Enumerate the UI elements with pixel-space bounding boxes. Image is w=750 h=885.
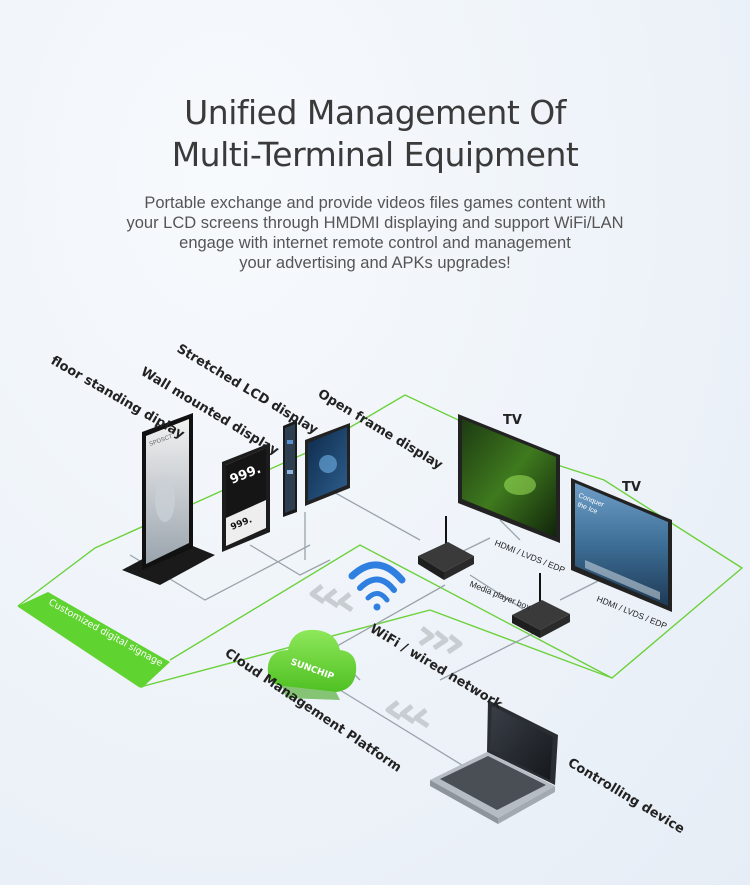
tv-1	[458, 414, 560, 543]
title-line-1: Unified Management Of	[184, 93, 566, 132]
title-line-2: Multi-Terminal Equipment	[171, 135, 579, 174]
stretched-lcd-display	[283, 420, 297, 517]
description-line-4: your advertising and APKs upgrades!	[239, 254, 511, 272]
description: Portable exchange and provide videos fil…	[60, 193, 690, 273]
cloud-icon: SUNCHIP	[267, 629, 357, 700]
media-player-box-1	[418, 516, 474, 580]
arrow-chevrons-laptop-icon	[385, 700, 430, 729]
tv-2-label: TV	[622, 480, 641, 495]
laptop-icon	[430, 700, 558, 824]
tv-1-label: TV	[503, 413, 522, 428]
wifi-network-label: WiFi / wired network	[367, 622, 505, 713]
hdmi-1-label: HDMI / LVDS / EDP	[493, 538, 567, 575]
description-line-2: your LCD screens through HMDMI displayin…	[126, 214, 624, 232]
arrow-chevrons-right-icon	[418, 626, 463, 655]
arrow-chevrons-left-icon	[309, 584, 354, 613]
wall-mounted-display: 999. 999.	[222, 443, 270, 552]
media-player-box-2	[512, 573, 570, 638]
wifi-icon	[348, 561, 406, 611]
floor-standing-display: SPDSCT	[122, 413, 215, 585]
tv-2: Conquer the Ice	[571, 478, 672, 612]
controlling-device-label: Controlling device	[565, 756, 687, 838]
open-frame-display	[305, 423, 350, 506]
page-title: Unified Management Of Multi-Terminal Equ…	[0, 92, 750, 176]
floor-standing-label: floor standing diplay	[48, 353, 187, 442]
description-line-1: Portable exchange and provide videos fil…	[144, 194, 606, 212]
description-line-3: engage with internet remote control and …	[179, 234, 571, 252]
stretched-lcd-label: Stretched LCD display	[174, 342, 321, 439]
customized-signage-strip: Customized digital signage	[18, 592, 170, 688]
